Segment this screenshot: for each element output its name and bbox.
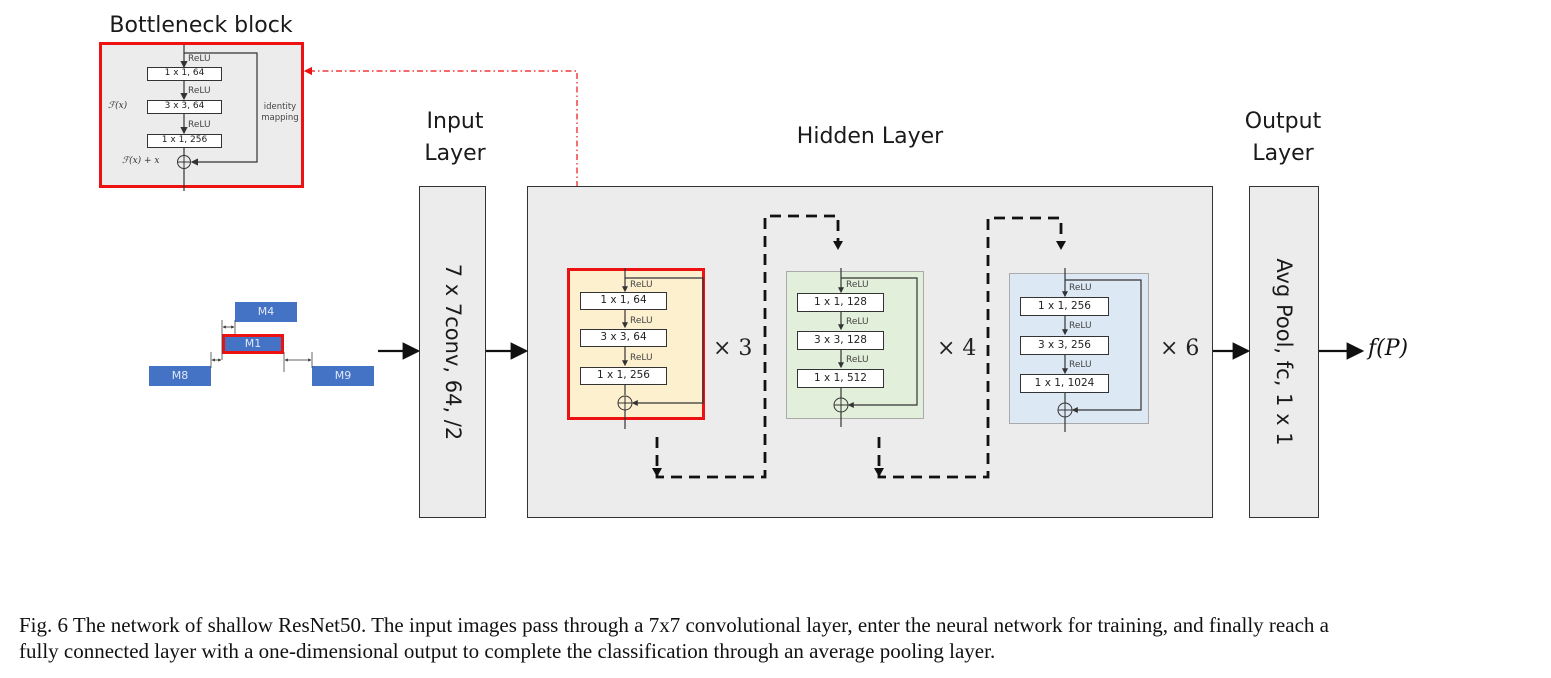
output-layer-panel: Avg Pool, fc, 1 x 1 <box>1249 186 1319 518</box>
bottleneck-connectors <box>177 45 258 191</box>
relu-label: ReLU <box>1069 360 1092 370</box>
input-block-m9: M9 <box>312 366 374 386</box>
input-block-m4: M4 <box>235 302 297 322</box>
bottleneck-block: ReLU 1 x 1, 64 ReLU 3 x 3, 64 ReLU 1 x 1… <box>99 42 304 191</box>
stage-2-layer-3: 1 x 1, 512 <box>797 369 884 388</box>
input-layer-title: Input Layer <box>405 106 505 170</box>
output-layer-title-line2: Layer <box>1252 141 1314 166</box>
input-block-m8: M8 <box>149 366 211 386</box>
stage-1-layer-2: 3 x 3, 64 <box>580 329 667 347</box>
stage-1-connectors <box>617 268 704 429</box>
dashed-arrowhead <box>652 468 662 477</box>
hidden-layer-title: Hidden Layer <box>796 124 944 149</box>
relu-label: ReLU <box>630 316 653 326</box>
stage-1-layer-3: 1 x 1, 256 <box>580 367 667 385</box>
output-layer-title-line1: Output <box>1244 109 1322 134</box>
output-layer-title: Output Layer <box>1233 106 1333 170</box>
fx-plus-x-label: ℱ(x) + x <box>122 156 160 166</box>
stage-2-layer-1: 1 x 1, 128 <box>797 293 884 312</box>
stage-2-block: ReLU 1 x 1, 128 ReLU 3 x 3, 128 ReLU 1 x… <box>786 268 924 427</box>
output-function-label: f(P) <box>1368 336 1409 361</box>
fx-label: ℱ(x) <box>108 101 128 111</box>
stage-3-connectors <box>1057 268 1142 432</box>
stage-3-layer-2: 3 x 3, 256 <box>1020 336 1109 355</box>
relu-label: ReLU <box>846 317 869 327</box>
stage-3-repeat: × 6 <box>1160 336 1200 361</box>
stage-2-repeat: × 4 <box>937 336 977 361</box>
stage-1-block: ReLU 1 x 1, 64 ReLU 3 x 3, 64 ReLU 1 x 1… <box>567 268 705 429</box>
dashed-arrowhead <box>874 468 884 477</box>
bottleneck-layer-3: 1 x 1, 256 <box>147 134 222 148</box>
identity-mapping-label: identity mapping <box>261 102 299 123</box>
bottleneck-title: Bottleneck block <box>109 13 293 38</box>
relu-label: ReLU <box>188 54 211 64</box>
relu-label: ReLU <box>846 280 869 290</box>
dashed-connector-1-2 <box>655 214 840 479</box>
relu-label: ReLU <box>630 353 653 363</box>
stage-3-layer-3: 1 x 1, 1024 <box>1020 374 1109 393</box>
bottleneck-layer-1: 1 x 1, 64 <box>147 67 222 81</box>
stage-3-layer-1: 1 x 1, 256 <box>1020 297 1109 316</box>
dashed-arrowhead <box>833 241 843 250</box>
relu-label: ReLU <box>1069 321 1092 331</box>
input-block-m1: M1 <box>222 334 284 354</box>
caption-line-2: fully connected layer with a one-dimensi… <box>19 639 996 663</box>
relu-label: ReLU <box>188 120 211 130</box>
dashed-connector-2-3 <box>877 216 1063 479</box>
input-layer-title-line2: Layer <box>424 141 486 166</box>
stage-2-connectors <box>833 268 918 427</box>
stage-2-layer-2: 3 x 3, 128 <box>797 331 884 350</box>
relu-label: ReLU <box>630 280 653 290</box>
caption-line-1: Fig. 6 The network of shallow ResNet50. … <box>19 613 1329 637</box>
relu-label: ReLU <box>846 355 869 365</box>
figure-caption: Fig. 6 The network of shallow ResNet50. … <box>19 612 1549 664</box>
dashed-arrowhead <box>1056 241 1066 250</box>
stage-1-layer-1: 1 x 1, 64 <box>580 292 667 310</box>
bottleneck-layer-2: 3 x 3, 64 <box>147 100 222 114</box>
stage-1-repeat: × 3 <box>713 336 753 361</box>
input-layer-title-line1: Input <box>426 109 484 134</box>
relu-label: ReLU <box>1069 283 1092 293</box>
stage-3-block: ReLU 1 x 1, 256 ReLU 3 x 3, 256 ReLU 1 x… <box>1009 268 1149 432</box>
relu-label: ReLU <box>188 86 211 96</box>
